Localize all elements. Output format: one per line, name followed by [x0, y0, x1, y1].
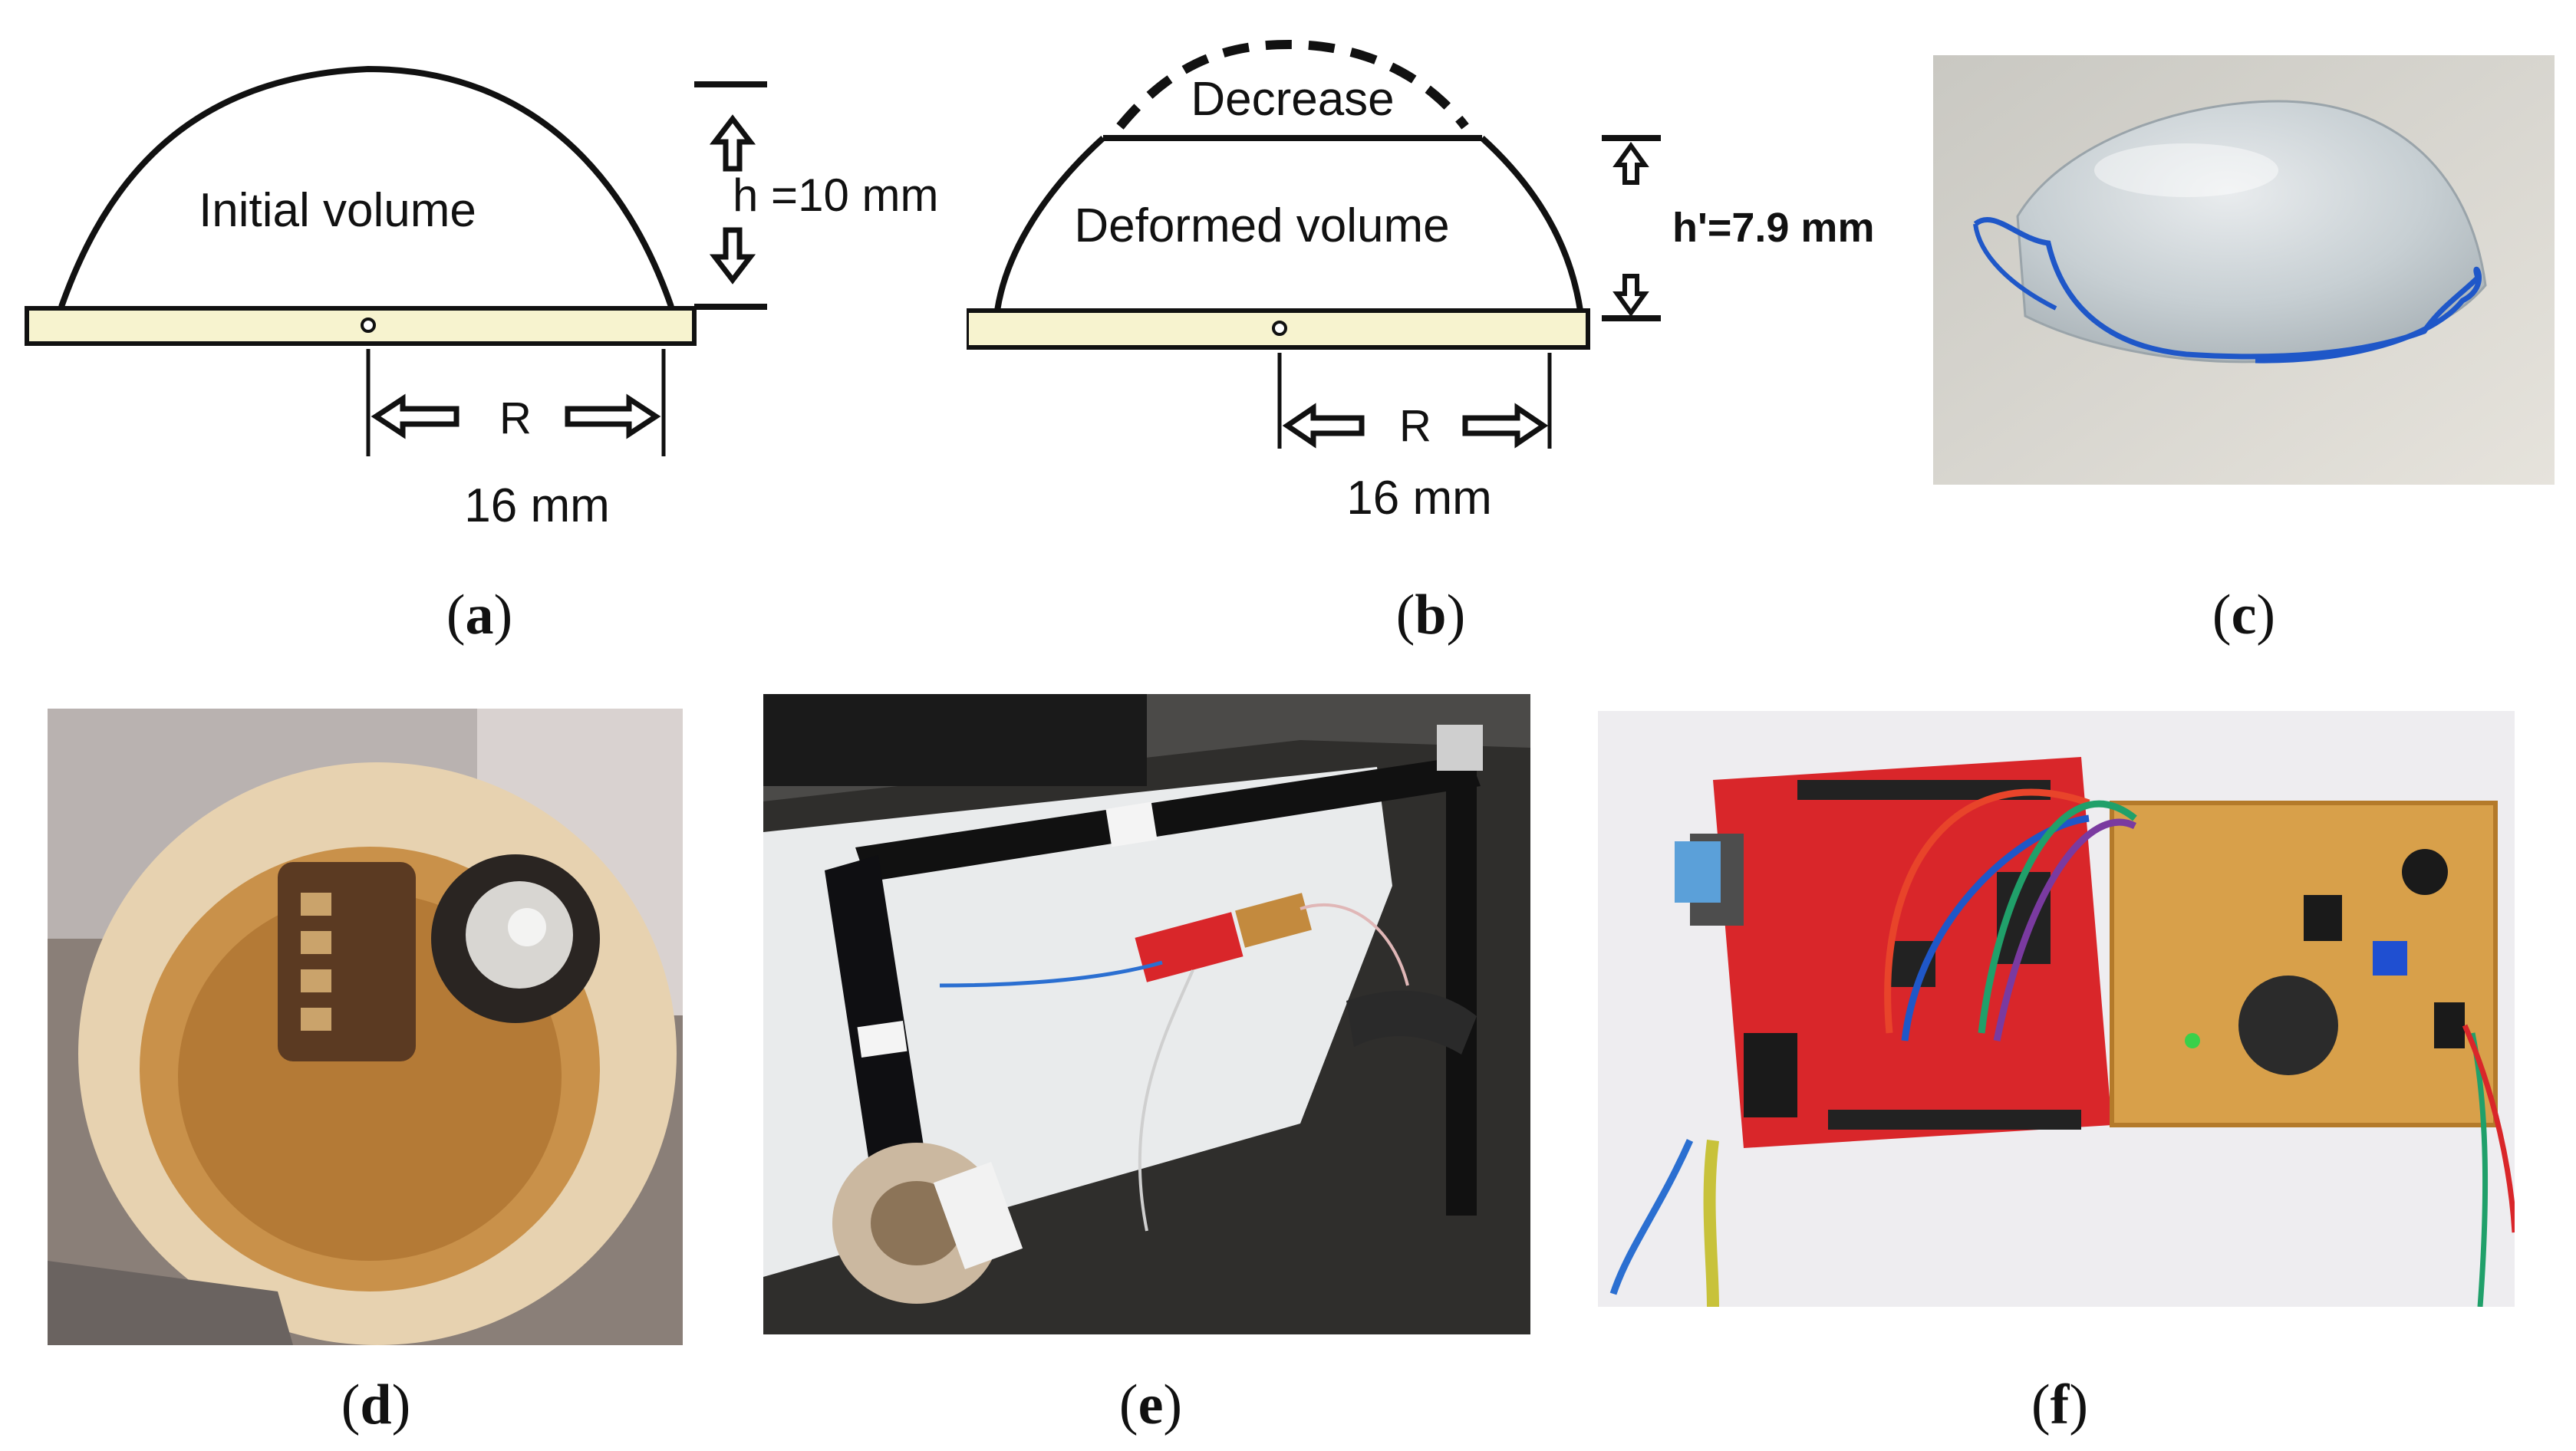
deformed-dome-left — [994, 136, 1105, 311]
radius-value: 16 mm — [464, 479, 609, 532]
up-arrow-icon — [709, 114, 756, 172]
right-arrow-icon — [565, 393, 661, 439]
decrease-label: Decrease — [1191, 73, 1394, 126]
wire-green-yellow — [1703, 1140, 1719, 1307]
right-arrow-icon — [1462, 403, 1549, 449]
down-arrow-icon — [709, 227, 756, 285]
caption-c: (c) — [2212, 584, 2276, 647]
panel-b-diagram: Decrease Deformed volume h'=7.9 mm R 16 … — [967, 39, 1874, 525]
removed-cap-dashed — [1116, 39, 1469, 130]
height-label: h =10 mm — [733, 169, 938, 221]
initial-dome-outline — [58, 65, 674, 308]
left-arrow-icon — [1282, 403, 1365, 449]
up-arrow-icon — [1612, 141, 1649, 185]
caption-f: (f) — [2031, 1374, 2088, 1436]
left-arrow-icon — [371, 393, 460, 439]
deformed-volume-label: Deformed volume — [1074, 199, 1449, 252]
radius-label: R — [499, 393, 532, 443]
center-pivot — [1272, 321, 1287, 336]
wire-red — [1884, 788, 2090, 1034]
initial-volume-label: Initial volume — [199, 184, 476, 237]
wire-purple — [1993, 818, 2137, 1041]
caption-a: (a) — [446, 584, 513, 647]
center-pivot — [361, 318, 376, 333]
blue-rim — [1973, 217, 2482, 364]
panel-a-diagram: Initial volume h =10 mm R 16 mm — [25, 65, 938, 532]
deformed-dome-right — [1480, 136, 1583, 311]
sensor-capsule-photo — [48, 709, 683, 1345]
base-plate — [25, 306, 697, 346]
caption-e: (e) — [1118, 1374, 1183, 1436]
silicone-dome-photo — [1933, 55, 2555, 485]
down-arrow-icon — [1612, 274, 1649, 318]
test-rig-photo — [763, 694, 1530, 1334]
wire-green — [1978, 800, 2137, 1034]
caption-d: (d) — [341, 1374, 411, 1436]
radius-label: R — [1399, 401, 1431, 451]
wire-blue — [1901, 814, 2090, 1041]
radius-value: 16 mm — [1346, 472, 1491, 525]
circuit-board-photo — [1598, 711, 2515, 1307]
caption-b: (b) — [1395, 584, 1466, 647]
deformed-height-label: h'=7.9 mm — [1672, 205, 1874, 251]
